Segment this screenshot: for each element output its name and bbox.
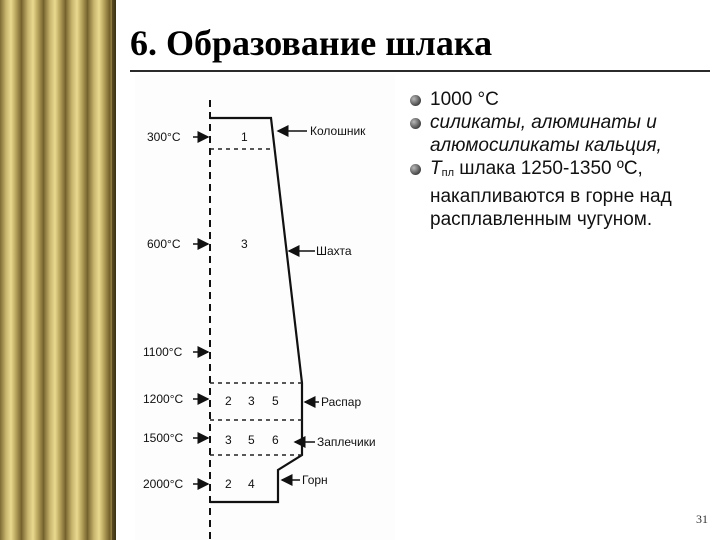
bullet-item: силикаты, алюминаты и алюмосиликаты каль… bbox=[408, 111, 708, 157]
temp-label: 300°C bbox=[147, 130, 181, 144]
zone-number: 1 bbox=[241, 130, 248, 144]
zone-label: Распар bbox=[321, 395, 361, 409]
zone-number: 2 bbox=[225, 477, 232, 491]
slide-title: 6. Образование шлака bbox=[130, 23, 493, 63]
zone-number: 4 bbox=[248, 477, 255, 491]
temp-label: 1100°C bbox=[143, 345, 183, 359]
zone-label: Колошник bbox=[310, 124, 366, 138]
side-stripe-edge bbox=[112, 0, 116, 540]
page-number: 31 bbox=[696, 512, 708, 526]
bullet-item: 1000 °C bbox=[408, 88, 708, 111]
blast-furnace-diagram: 300°C 600°C 1100°C 1200°C 1500°C 2000°C … bbox=[135, 75, 395, 540]
zone-number: 3 bbox=[248, 394, 255, 408]
title-underline bbox=[130, 70, 710, 72]
temp-label: 2000°C bbox=[143, 477, 183, 491]
zone-label: Шахта bbox=[316, 244, 352, 258]
zone-number: 5 bbox=[272, 394, 279, 408]
zone-label: Горн bbox=[302, 473, 328, 487]
furnace-outline bbox=[210, 116, 304, 504]
temp-label: 1500°C bbox=[143, 431, 183, 445]
zone-number: 2 bbox=[225, 394, 232, 408]
zone-number: 3 bbox=[241, 237, 248, 251]
zone-number: 6 bbox=[272, 433, 279, 447]
furnace-profile-svg: 300°C 600°C 1100°C 1200°C 1500°C 2000°C … bbox=[143, 100, 376, 540]
temp-label: 600°C bbox=[147, 237, 181, 251]
zone-number: 5 bbox=[248, 433, 255, 447]
temp-label: 1200°C bbox=[143, 392, 183, 406]
zone-number: 3 bbox=[225, 433, 232, 447]
decorative-side-stripe bbox=[0, 0, 112, 540]
bullet-item: Tпл шлака 1250-1350 ºC, накапливаются в … bbox=[408, 157, 708, 231]
zone-label: Заплечики bbox=[317, 435, 376, 449]
bullet-list: 1000 °C силикаты, алюминаты и алюмосилик… bbox=[408, 88, 708, 231]
